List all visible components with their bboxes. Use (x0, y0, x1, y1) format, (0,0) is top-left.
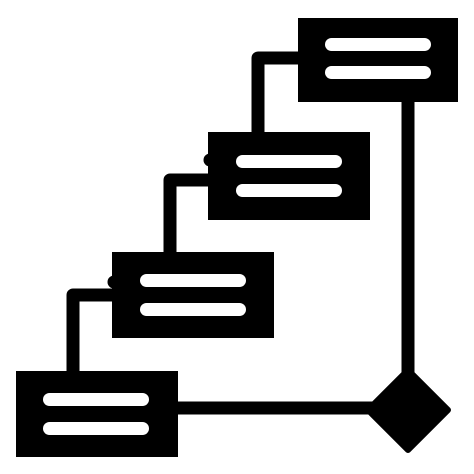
connector-3 (66, 288, 121, 380)
task-box-4-line-1 (43, 393, 149, 406)
task-box-3-line-2 (140, 303, 246, 316)
task-box-3 (112, 252, 274, 338)
task-box-3-rect (112, 252, 274, 338)
milestone-diamond (365, 367, 451, 453)
task-box-2-line-1 (236, 155, 342, 168)
task-box-1-line-1 (325, 38, 431, 51)
task-box-4-line-2 (43, 422, 149, 435)
task-box-2 (208, 132, 370, 220)
task-box-2-line-2 (236, 184, 342, 197)
task-box-1-line-2 (325, 66, 431, 79)
task-box-4 (16, 371, 178, 457)
task-box-1-rect (298, 18, 458, 102)
task-box-1 (298, 18, 458, 102)
task-box-2-rect (208, 132, 370, 220)
task-box-4-rect (16, 371, 178, 457)
task-box-3-line-1 (140, 274, 246, 287)
connector-lines (66, 51, 415, 415)
